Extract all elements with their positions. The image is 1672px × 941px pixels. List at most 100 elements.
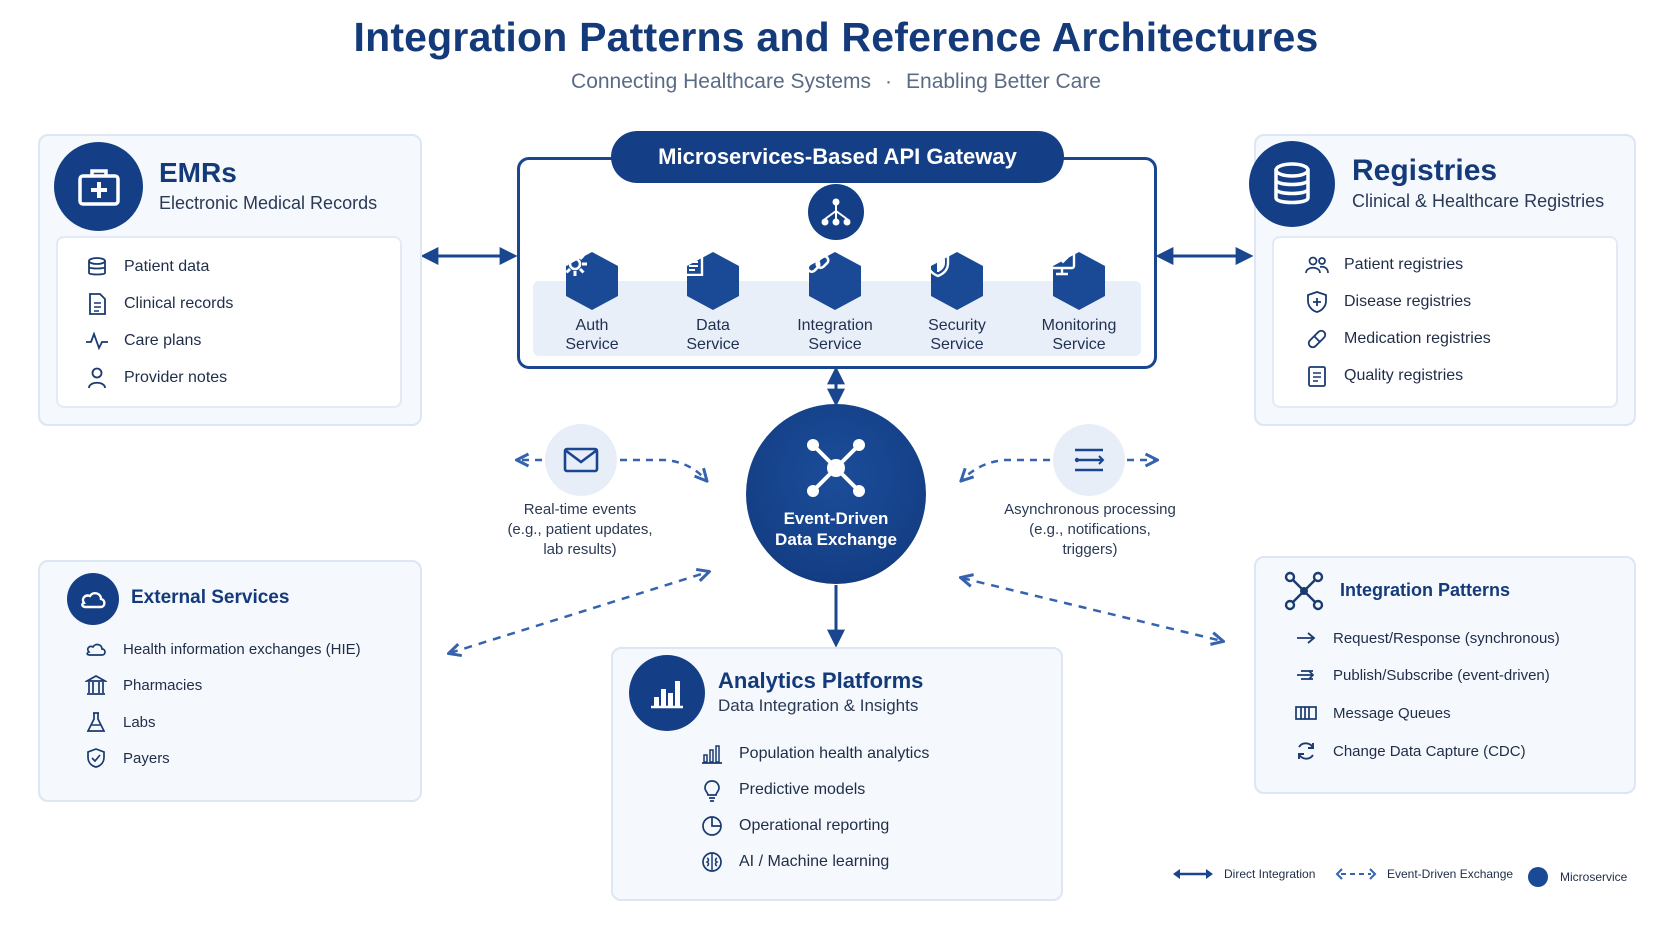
pie-chart-icon [699,813,725,839]
analytics-item-population: Population health analytics [699,741,929,767]
external-item-label: Pharmacies [123,676,203,694]
refresh-icon [1293,738,1319,764]
emr-item-label: Provider notes [124,369,228,386]
analytics-subtitle: Data Integration & Insights [718,696,919,715]
event-driven-hub [746,404,926,584]
bar-chart-icon [629,655,705,731]
envelope-icon [563,447,599,473]
page-subtitle: Connecting Healthcare Systems·Enabling B… [0,70,1672,94]
pattern-item-label: Request/Response (synchronous) [1333,629,1560,647]
emr-item-clinical-records: Clinical records [84,291,233,317]
integration-patterns-title: Integration Patterns [1340,580,1511,600]
shield-check-icon [83,745,109,771]
clipboard-icon [1304,363,1330,389]
registry-item-label: Quality registries [1344,367,1464,384]
realtime-right-arrow [620,458,706,480]
registry-item-medication: Medication registries [1304,326,1491,352]
link-icon [804,250,866,312]
realtime-events-node [545,424,617,496]
emr-item-care-plans: Care plans [84,328,201,354]
emrs-list [56,236,402,408]
legend-micro-label: Microservice [1560,870,1628,884]
dashed-arrow-icon [1335,868,1377,880]
list-queue-icon [1074,448,1105,472]
analytics-title: Analytics Platforms [718,668,924,693]
integration-patterns-panel [1254,556,1636,794]
registry-item-label: Disease registries [1344,293,1472,310]
flask-icon [83,709,109,735]
users-icon [1304,252,1330,278]
auth-hex [561,250,623,312]
external-item-hie: Health information exchanges (HIE) [83,636,361,662]
queue-icon [1293,700,1319,726]
person-icon [84,365,110,391]
external-item-label: Labs [123,713,156,731]
data-service-label: Data Service [686,317,740,353]
registries-list [1272,236,1618,408]
pattern-item-request-response: Request/Response (synchronous) [1293,625,1560,651]
pill-icon [1304,326,1330,352]
brain-icon [699,849,725,875]
registries-subtitle: Clinical & Healthcare Registries [1352,191,1605,211]
emr-item-patient-data: Patient data [84,254,209,280]
pattern-item-cdc: Change Data Capture (CDC) [1293,738,1526,764]
document-icon [682,250,744,312]
external-services-title: External Services [131,587,290,608]
subtitle-left: Connecting Healthcare Systems [571,70,872,93]
auth-service: Auth Service [532,250,652,354]
building-icon [83,672,109,698]
legend-event: Event-Driven Exchange [1335,867,1513,881]
auth-service-label: Auth Service [565,317,619,353]
double-arrow-icon [1173,869,1213,879]
async-left-arrow [962,458,1050,480]
shield-icon [926,250,988,312]
emr-item-label: Care plans [124,332,202,349]
analytics-item-label: AI / Machine learning [739,853,890,870]
network-icon [1284,571,1324,611]
realtime-events-text: Real-time events (e.g., patient updates,… [507,501,653,558]
cloud-icon [83,636,109,662]
integration-service-label: Integration Service [797,317,873,353]
emrs-title: EMRs [159,157,237,188]
external-hub-link [450,572,708,653]
external-item-labs: Labs [83,709,156,735]
async-processing-text: Asynchronous processing (e.g., notificat… [1004,501,1176,558]
hub-label: Event-Driven Data Exchange [775,509,897,549]
lightbulb-icon [699,777,725,803]
medical-kit-icon [54,142,143,231]
microservice-dot-icon [1528,867,1548,887]
monitoring-service-label: Monitoring Service [1041,317,1117,353]
monitoring-hex [1048,250,1110,312]
external-item-pharmacies: Pharmacies [83,672,202,698]
pattern-item-label: Publish/Subscribe (event-driven) [1333,666,1550,684]
pulse-icon [84,328,110,354]
legend-event-label: Event-Driven Exchange [1387,867,1514,881]
security-hex [926,250,988,312]
subtitle-separator: · [885,70,893,93]
security-service: Security Service [897,250,1017,354]
external-item-label: Health information exchanges (HIE) [123,640,361,658]
pattern-item-message-queues: Message Queues [1293,700,1451,726]
registries-title: Registries [1352,154,1498,187]
integration-service: Integration Service [775,250,895,354]
broadcast-icon [1293,662,1319,688]
legend-direct: Direct Integration [1172,867,1315,881]
analytics-item-predictive: Predictive models [699,777,865,803]
emr-item-label: Clinical records [124,295,234,312]
registry-item-label: Medication registries [1344,330,1491,347]
network-icon [801,435,871,501]
integration-hex [804,250,866,312]
registry-item-quality: Quality registries [1304,363,1463,389]
legend-micro: Microservice [1528,867,1627,887]
pattern-item-pubsub: Publish/Subscribe (event-driven) [1293,662,1550,688]
external-item-payers: Payers [83,745,170,771]
document-icon [84,291,110,317]
analytics-item-label: Predictive models [739,781,866,798]
bar-chart-icon [699,741,725,767]
page-title: Integration Patterns and Reference Archi… [353,14,1319,60]
data-service: Data Service [653,250,773,354]
registry-item-disease: Disease registries [1304,289,1471,315]
emr-item-label: Patient data [124,258,210,275]
cloud-icon [67,573,119,625]
